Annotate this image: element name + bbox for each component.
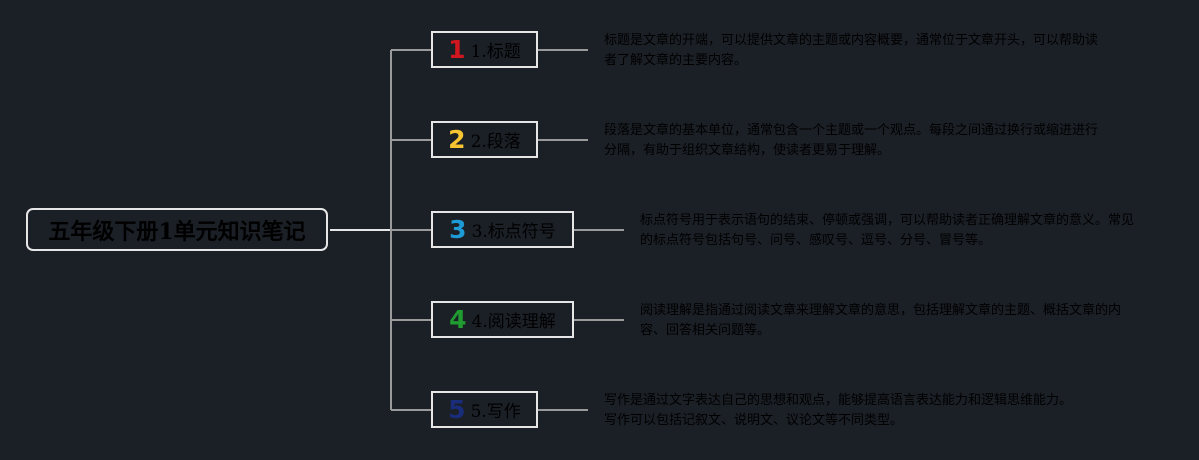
- branch-node-3[interactable]: 3 3.标点符号: [431, 211, 574, 248]
- branch-description-4: 阅读理解是指通过阅读文章来理解文章的意思，包括理解文章的主题、概括文章的内容、回…: [640, 303, 1122, 338]
- branch-description-3: 标点符号用于表示语句的结束、停顿或强调，可以帮助读者正确理解文章的意义。常见的标…: [640, 213, 1135, 248]
- number-1-badge: 1: [448, 35, 466, 64]
- branch-node-5[interactable]: 5 5.写作: [431, 391, 538, 428]
- root-title: 五年级下册1单元知识笔记: [48, 218, 306, 245]
- number-2-badge: 2: [448, 125, 466, 154]
- number-3-badge: 3: [449, 215, 467, 244]
- branch-label-4: 4.阅读理解: [471, 312, 556, 332]
- branch-description-2: 段落是文章的基本单位，通常包含一个主题或一个观点。每段之间通过换行或缩进进行分隔…: [604, 123, 1099, 158]
- number-4-badge: 4: [449, 305, 467, 334]
- branch-description-1: 标题是文章的开端，可以提供文章的主题或内容概要，通常位于文章开头，可以帮助读者了…: [604, 33, 1099, 68]
- root-node[interactable]: 五年级下册1单元知识笔记: [26, 208, 328, 251]
- branch-label-5: 5.写作: [470, 402, 521, 422]
- branch-label-1: 1.标题: [470, 42, 521, 62]
- branch-label-2: 2.段落: [470, 132, 521, 152]
- branch-node-4[interactable]: 4 4.阅读理解: [431, 301, 574, 338]
- branch-label-3: 3.标点符号: [471, 222, 556, 242]
- number-5-badge: 5: [448, 395, 466, 424]
- branch-node-1[interactable]: 1 1.标题: [431, 31, 538, 68]
- branch-description-5: 写作是通过文字表达自己的思想和观点，能够提高语言表达能力和逻辑思维能力。写作可以…: [604, 393, 1073, 428]
- branch-node-2[interactable]: 2 2.段落: [431, 121, 538, 158]
